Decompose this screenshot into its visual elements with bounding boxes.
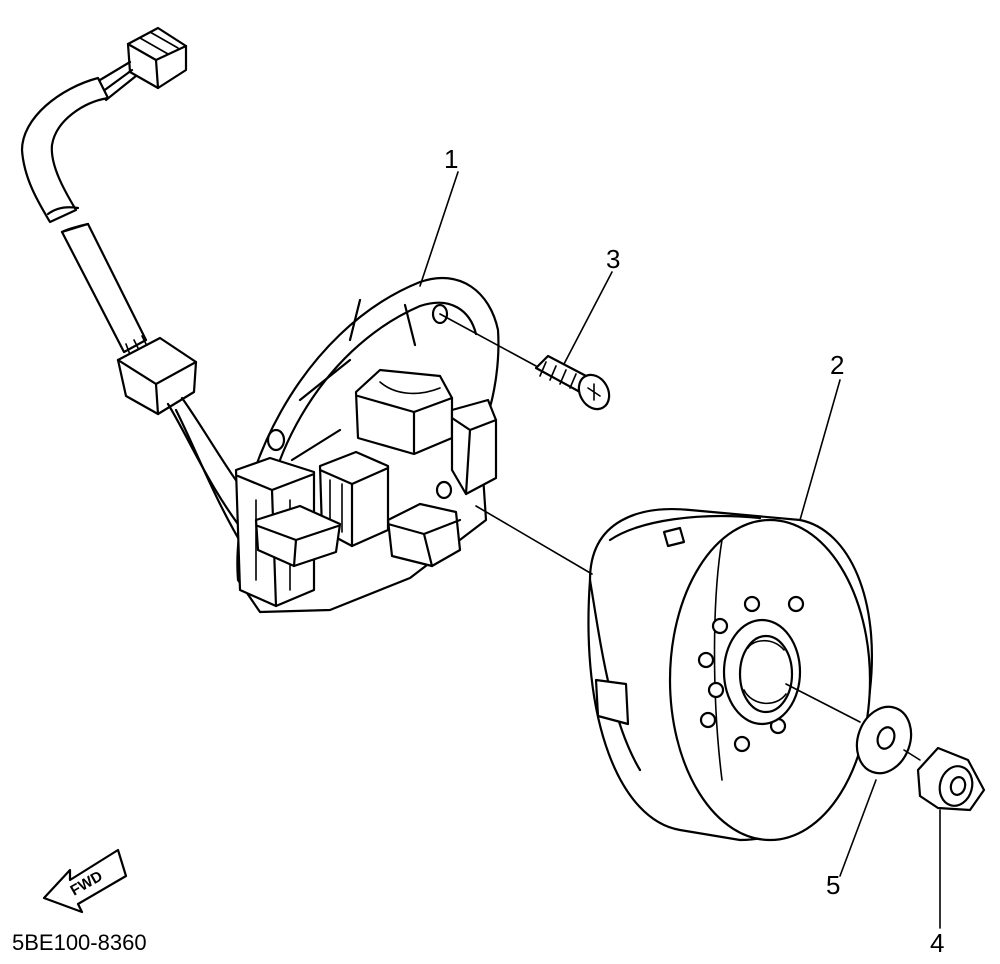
stator-assembly <box>234 276 500 614</box>
callout-3: 3 <box>606 244 621 274</box>
washer <box>855 705 913 775</box>
nut <box>916 746 986 812</box>
callout-4: 4 <box>930 928 945 958</box>
callout-1: 1 <box>444 144 459 174</box>
callout-5: 5 <box>826 870 841 900</box>
part-code: 5BE100-8360 <box>12 930 147 955</box>
callout-2: 2 <box>830 350 845 380</box>
screw <box>534 354 611 411</box>
wire-harness <box>20 26 260 550</box>
leader-lines <box>419 171 941 929</box>
flywheel-rotor <box>587 508 874 842</box>
fwd-arrow-icon <box>42 848 128 914</box>
